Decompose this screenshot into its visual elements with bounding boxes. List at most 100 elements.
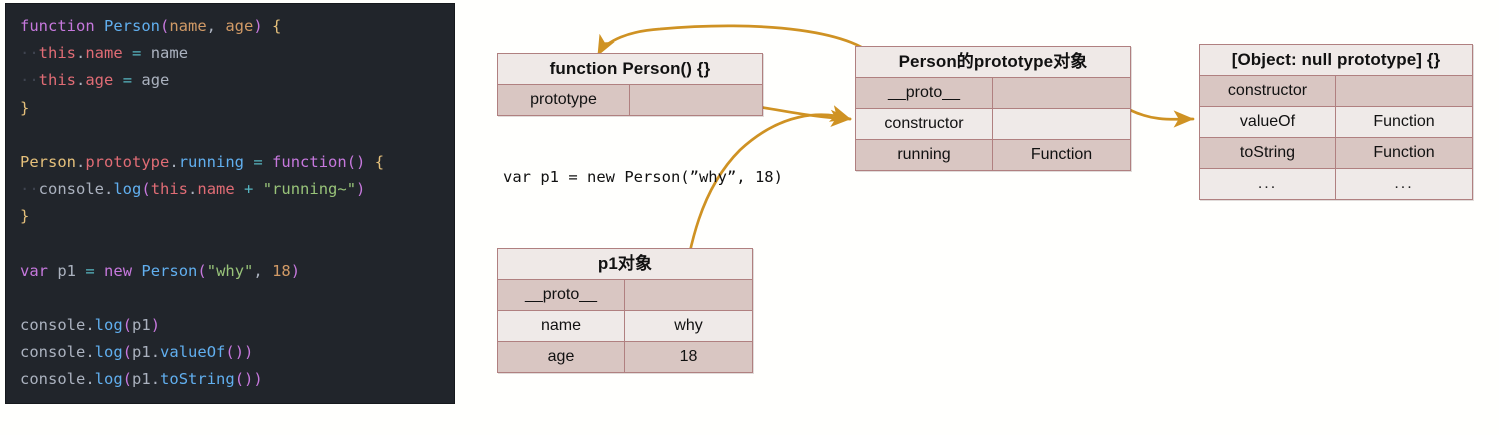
code-token: p1 [132, 370, 151, 389]
code-token: this [38, 44, 76, 63]
p1-name-key: name [498, 311, 625, 341]
function-person-prototype-key: prototype [498, 85, 630, 115]
code-token: running [178, 152, 245, 171]
person-prototype-proto-key: __proto__ [856, 78, 993, 108]
code-block: function Person(name, age) {··this.name … [5, 3, 455, 404]
code-line: function Person(name, age) { [6, 13, 454, 40]
code-token [132, 71, 141, 89]
person-prototype-proto-row: __proto__ [856, 78, 1130, 109]
code-token: new [104, 261, 133, 280]
code-token: + [244, 180, 254, 199]
code-token: console [20, 370, 86, 389]
person-prototype-table: Person的prototype对象 __proto__ constructor… [855, 46, 1131, 171]
code-token [263, 17, 272, 35]
object-null-prototype-valueof-value: Function [1373, 113, 1435, 130]
code-token: ( [122, 343, 133, 362]
code-token: Person [104, 17, 160, 35]
function-person-prototype-row: prototype [498, 85, 762, 115]
code-token: ( [234, 370, 245, 389]
object-null-prototype-tostring-key: toString [1200, 138, 1336, 168]
person-prototype-running-key: running [856, 140, 993, 170]
code-token [141, 44, 150, 62]
object-null-prototype-constructor-value [1336, 76, 1472, 106]
code-token: name [197, 180, 235, 199]
code-line: ··this.name = name [6, 40, 454, 67]
p1-age-value: 18 [679, 348, 698, 365]
p1-object-table-header: p1对象 [498, 249, 752, 280]
code-token: function [20, 17, 95, 35]
person-prototype-proto-value [993, 78, 1130, 108]
object-null-prototype-tostring-row: toString Function [1200, 138, 1472, 169]
object-null-prototype-table-header: [Object: null prototype] {} [1200, 45, 1472, 76]
code-line [6, 231, 454, 258]
code-token: age [141, 71, 170, 90]
p1-object-table: p1对象 __proto__ name why age 18 [497, 248, 753, 373]
function-person-table: function Person() {} prototype [497, 53, 763, 116]
object-null-prototype-valueof-key: valueOf [1200, 107, 1336, 137]
object-null-prototype-constructor-row: constructor [1200, 76, 1472, 107]
code-token: = [132, 44, 142, 63]
code-token: prototype [85, 152, 170, 171]
code-token [95, 262, 104, 280]
code-token: = [253, 152, 263, 171]
code-token: "why" [206, 261, 254, 280]
expression-label: var p1 = new Person(”why”, 18) [503, 168, 783, 186]
object-null-prototype-ellipsis-key: ... [1200, 169, 1336, 199]
p1-age-row: age 18 [498, 342, 752, 372]
object-null-prototype-table: [Object: null prototype] {} constructor … [1199, 44, 1473, 200]
code-line: var p1 = new Person("why", 18) [6, 258, 454, 285]
code-token: . [188, 180, 198, 199]
code-line: } [6, 95, 454, 122]
code-token: ) [234, 343, 245, 362]
code-token: console [38, 180, 104, 199]
person-prototype-constructor-row: constructor [856, 109, 1130, 140]
code-token [365, 153, 374, 171]
object-null-prototype-constructor-key: constructor [1200, 76, 1336, 106]
code-token: . [76, 71, 86, 90]
code-token: valueOf [160, 343, 226, 362]
code-line: Person.prototype.running = function() { [6, 149, 454, 176]
code-token: log [94, 370, 123, 389]
code-token: = [85, 261, 95, 280]
code-token: . [150, 370, 161, 389]
code-token: Person [141, 261, 198, 280]
code-token: { [374, 152, 385, 171]
person-prototype-table-header: Person的prototype对象 [856, 47, 1130, 78]
code-token: { [272, 17, 282, 35]
code-line: console.log(p1.valueOf()) [6, 339, 454, 366]
code-token: name [85, 44, 123, 63]
code-token: . [85, 343, 95, 362]
code-token: toString [160, 370, 235, 389]
code-token [235, 180, 244, 198]
code-token: log [113, 180, 142, 199]
code-line: ··this.age = age [6, 67, 454, 94]
code-token: ·· [20, 71, 39, 90]
code-token: age [85, 71, 114, 90]
code-token: p1 [57, 261, 77, 280]
code-token: ( [225, 343, 235, 362]
code-token: ) [253, 370, 263, 389]
code-token: console [20, 316, 86, 335]
person-prototype-constructor-value [993, 109, 1130, 139]
code-token: ) [244, 343, 254, 362]
code-token: name [150, 44, 189, 63]
code-token [95, 17, 104, 35]
code-token: . [150, 343, 161, 362]
code-token: Person [20, 152, 76, 171]
code-line: console.log(p1.toString()) [6, 366, 454, 393]
code-token: ( [141, 180, 151, 199]
code-token: = [122, 71, 133, 90]
code-token: var [20, 261, 48, 280]
code-line: ··console.log(this.name + "running~") [6, 176, 454, 203]
code-token: 18 [272, 261, 291, 280]
code-token: function [272, 152, 347, 171]
code-token [244, 153, 253, 171]
object-null-prototype-tostring-value: Function [1373, 144, 1435, 161]
code-token: ( [197, 261, 207, 280]
code-token: ) [356, 152, 366, 171]
function-person-table-header: function Person() {} [498, 54, 762, 85]
code-token: p1 [132, 316, 151, 335]
code-token: ( [122, 370, 133, 389]
code-token: console [20, 343, 86, 362]
